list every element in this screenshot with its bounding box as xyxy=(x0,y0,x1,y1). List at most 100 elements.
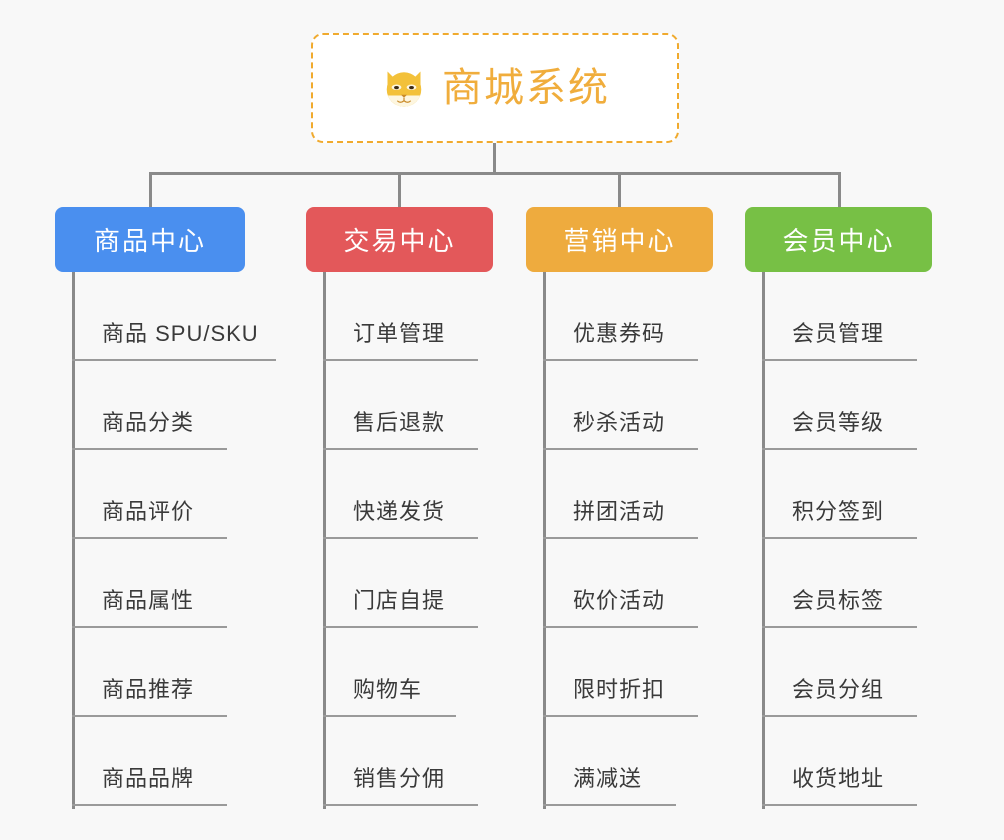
leaf-label: 拼团活动 xyxy=(573,499,666,524)
category-header-1[interactable]: 商品中心 xyxy=(55,207,245,272)
leaf-item[interactable]: 收货地址 xyxy=(745,717,932,806)
leaf-item[interactable]: 秒杀活动 xyxy=(526,361,713,450)
branch-column-3: 营销中心 优惠券码 秒杀活动 拼团活动 砍价活动 限时折扣 xyxy=(526,207,713,809)
leaf-item[interactable]: 商品 SPU/SKU xyxy=(55,272,276,361)
leaf-underline xyxy=(72,359,276,361)
column-trunk-2 xyxy=(323,272,326,809)
leaf-label: 商品推荐 xyxy=(102,677,195,702)
leaf-item[interactable]: 销售分佣 xyxy=(306,717,493,806)
leaf-list-2: 订单管理 售后退款 快递发货 门店自提 购物车 销售分佣 xyxy=(306,272,493,806)
leaf-underline xyxy=(323,359,478,361)
column-trunk-4 xyxy=(762,272,765,809)
leaf-item[interactable]: 商品推荐 xyxy=(55,628,245,717)
leaf-underline xyxy=(323,626,478,628)
leaf-underline xyxy=(762,626,917,628)
connector-root-stem xyxy=(493,143,496,175)
leaf-item[interactable]: 优惠券码 xyxy=(526,272,713,361)
leaf-underline xyxy=(762,804,917,806)
leaf-item[interactable]: 会员标签 xyxy=(745,539,932,628)
column-trunk-1 xyxy=(72,272,75,809)
leaf-label: 优惠券码 xyxy=(573,321,666,346)
leaf-item[interactable]: 拼团活动 xyxy=(526,450,713,539)
leaf-label: 门店自提 xyxy=(353,588,446,613)
leaf-label: 砍价活动 xyxy=(573,588,666,613)
root-node-label: 商城系统 xyxy=(442,66,610,110)
leaf-item[interactable]: 会员分组 xyxy=(745,628,932,717)
leaf-item[interactable]: 砍价活动 xyxy=(526,539,713,628)
leaf-list-3: 优惠券码 秒杀活动 拼团活动 砍价活动 限时折扣 满减送 xyxy=(526,272,713,806)
connector-drop-2 xyxy=(398,172,401,208)
leaf-label: 订单管理 xyxy=(353,321,446,346)
leaf-item[interactable]: 订单管理 xyxy=(306,272,493,361)
leaf-underline xyxy=(72,626,227,628)
leaf-label: 商品属性 xyxy=(102,588,195,613)
category-header-4[interactable]: 会员中心 xyxy=(745,207,932,272)
leaf-label: 积分签到 xyxy=(792,499,885,524)
connector-drop-4 xyxy=(838,172,841,208)
leaf-label: 秒杀活动 xyxy=(573,410,666,435)
leaf-underline xyxy=(323,537,478,539)
leaf-underline xyxy=(72,804,227,806)
leaf-underline xyxy=(762,715,917,717)
leaf-label: 商品品牌 xyxy=(102,766,195,791)
leaf-label: 会员分组 xyxy=(792,677,885,702)
leaf-underline xyxy=(543,537,698,539)
leaf-list-4: 会员管理 会员等级 积分签到 会员标签 会员分组 收货地址 xyxy=(745,272,932,806)
leaf-item[interactable]: 快递发货 xyxy=(306,450,493,539)
connector-drop-3 xyxy=(618,172,621,208)
leaf-underline xyxy=(72,715,227,717)
leaf-label: 商品 SPU/SKU xyxy=(102,321,259,346)
leaf-item[interactable]: 商品评价 xyxy=(55,450,245,539)
leaf-item[interactable]: 购物车 xyxy=(306,628,493,717)
leaf-underline xyxy=(762,359,917,361)
branch-column-4: 会员中心 会员管理 会员等级 积分签到 会员标签 会员分组 xyxy=(745,207,932,809)
leaf-label: 购物车 xyxy=(353,677,423,702)
leaf-item[interactable]: 满减送 xyxy=(526,717,713,806)
leaf-underline xyxy=(323,715,456,717)
leaf-label: 收货地址 xyxy=(792,766,885,791)
leaf-underline xyxy=(72,448,227,450)
branch-column-2: 交易中心 订单管理 售后退款 快递发货 门店自提 购物车 xyxy=(306,207,493,809)
shiba-dog-face-icon xyxy=(386,71,422,107)
leaf-item[interactable]: 商品属性 xyxy=(55,539,245,628)
root-node-shangcheng-xitong[interactable]: 商城系统 xyxy=(311,33,679,143)
category-header-3-label: 营销中心 xyxy=(563,226,676,256)
leaf-item[interactable]: 门店自提 xyxy=(306,539,493,628)
category-header-1-label: 商品中心 xyxy=(93,226,206,256)
leaf-underline xyxy=(762,448,917,450)
leaf-underline xyxy=(543,804,676,806)
leaf-label: 商品评价 xyxy=(102,499,195,524)
leaf-underline xyxy=(543,448,698,450)
connector-horizontal-bus xyxy=(149,172,841,175)
leaf-item[interactable]: 商品分类 xyxy=(55,361,245,450)
category-header-4-label: 会员中心 xyxy=(782,226,895,256)
category-header-2[interactable]: 交易中心 xyxy=(306,207,493,272)
leaf-underline xyxy=(323,448,478,450)
leaf-label: 销售分佣 xyxy=(353,766,446,791)
leaf-label: 会员管理 xyxy=(792,321,885,346)
column-trunk-3 xyxy=(543,272,546,809)
leaf-item[interactable]: 会员等级 xyxy=(745,361,932,450)
branch-column-1: 商品中心 商品 SPU/SKU 商品分类 商品评价 商品属性 商品推荐 xyxy=(55,207,276,809)
leaf-underline xyxy=(543,715,698,717)
leaf-item[interactable]: 会员管理 xyxy=(745,272,932,361)
leaf-list-1: 商品 SPU/SKU 商品分类 商品评价 商品属性 商品推荐 商品品牌 xyxy=(55,272,276,806)
leaf-label: 快递发货 xyxy=(353,499,446,524)
leaf-underline xyxy=(72,537,227,539)
leaf-item[interactable]: 限时折扣 xyxy=(526,628,713,717)
leaf-label: 售后退款 xyxy=(353,410,446,435)
leaf-label: 满减送 xyxy=(573,766,643,791)
category-header-2-label: 交易中心 xyxy=(343,226,456,256)
leaf-label: 商品分类 xyxy=(102,410,195,435)
connector-drop-1 xyxy=(149,172,152,208)
leaf-item[interactable]: 商品品牌 xyxy=(55,717,245,806)
leaf-label: 会员标签 xyxy=(792,588,885,613)
leaf-underline xyxy=(323,804,478,806)
leaf-underline xyxy=(543,359,698,361)
leaf-item[interactable]: 积分签到 xyxy=(745,450,932,539)
leaf-underline xyxy=(762,537,917,539)
category-header-3[interactable]: 营销中心 xyxy=(526,207,713,272)
leaf-label: 会员等级 xyxy=(792,410,885,435)
leaf-item[interactable]: 售后退款 xyxy=(306,361,493,450)
